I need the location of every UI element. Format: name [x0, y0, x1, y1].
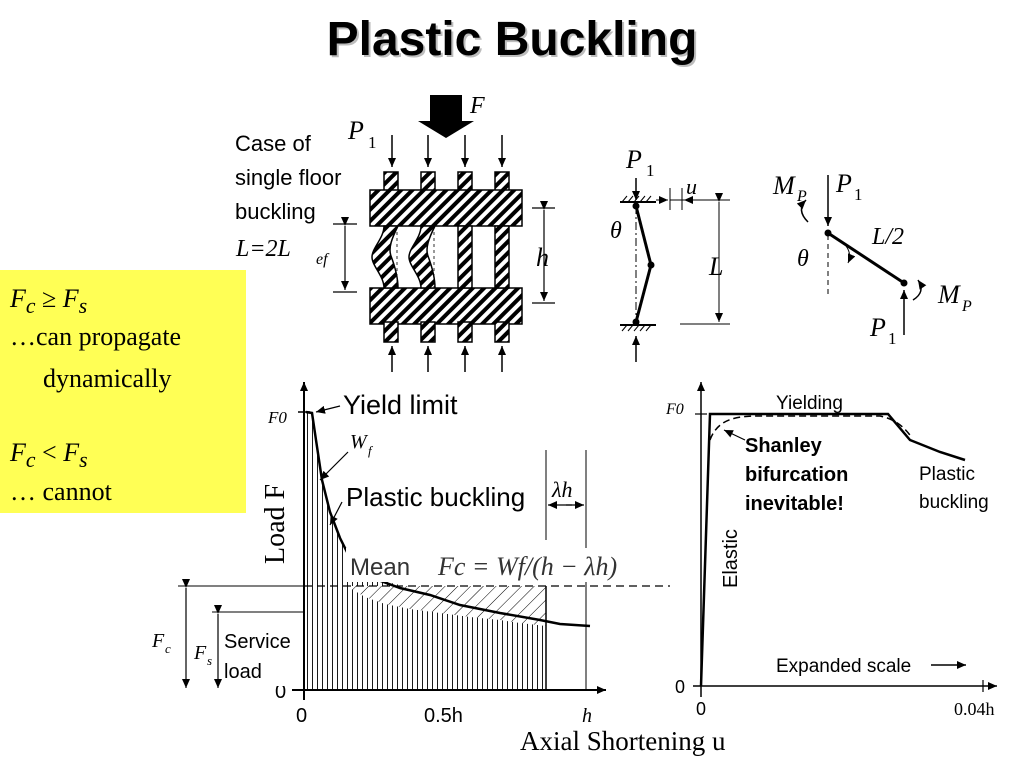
svg-text:inevitable!: inevitable!: [745, 493, 844, 515]
fs-label: F: [193, 642, 207, 664]
svg-text:1: 1: [854, 185, 863, 204]
x-tick-zero: 0: [296, 705, 307, 727]
cannot-text: … cannot: [10, 477, 112, 506]
column-floor-structure: [369, 171, 523, 343]
slide-title: Plastic Buckling: [326, 13, 698, 66]
svg-text:P: P: [961, 298, 972, 315]
plastic-buckling-label: Plastic buckling: [346, 482, 525, 512]
floor-buckling-diagram: F P 1: [235, 93, 555, 372]
svg-text:ef: ef: [316, 251, 330, 268]
force-label: F: [469, 93, 485, 119]
p1-label-column: P: [625, 145, 642, 174]
bottom-load-arrows: [388, 346, 506, 372]
x-tick-h: h: [582, 705, 592, 727]
y-axis-label: Load F: [260, 484, 291, 564]
mp-label-bottom: M: [937, 280, 961, 309]
p1-label-bar-top: P: [835, 169, 852, 198]
svg-text:buckling: buckling: [235, 199, 316, 224]
mp-label-top: M: [772, 171, 796, 200]
svg-text:Case of: Case of: [235, 131, 312, 156]
top-load-arrows: [388, 135, 506, 167]
mean-word: Mean: [350, 554, 410, 581]
p1-label-bar-bottom: P: [869, 313, 886, 342]
svg-text:1: 1: [646, 161, 655, 180]
pinned-column-diagram: P 1 θ: [610, 145, 730, 362]
shanley-plastic-buckling-label: Plastic: [919, 464, 975, 485]
h-label: h: [536, 243, 549, 272]
svg-text:buckling: buckling: [919, 492, 989, 513]
y-tick-zero: 0: [275, 681, 286, 703]
force-arrow-icon: [418, 95, 474, 138]
service-load-label: Service: [224, 631, 291, 653]
x-tick-half-h: 0.5h: [424, 705, 463, 727]
condition-fc-ge-fs: Fc ≥ Fs: [10, 284, 88, 319]
svg-text:P: P: [796, 188, 807, 205]
elastic-label: Elastic: [720, 529, 742, 588]
svg-text:s: s: [207, 653, 212, 668]
p1-label-top: P: [347, 116, 364, 145]
svg-text:bifurcation: bifurcation: [745, 464, 848, 486]
load-shortening-chart: λh F0 0 0 0.5h h Load F Axial Shortening…: [151, 382, 726, 756]
length-label: L=2L: [235, 236, 291, 262]
yielding-label: Yielding: [776, 393, 843, 414]
svg-text:1: 1: [368, 133, 377, 152]
moment-arrow-top-icon: [796, 199, 809, 223]
svg-text:single floor: single floor: [235, 165, 341, 190]
shanley-solid-curve: [699, 412, 966, 687]
wf-label: W: [350, 431, 369, 453]
shanley-dashed-curve: [709, 415, 913, 441]
bar-moment-diagram: M P P 1 θ L/2 M P P 1: [772, 169, 972, 348]
shanley-bifurcation-label: Shanley: [745, 435, 823, 457]
can-propagate-text: …can propagate: [10, 322, 182, 351]
dynamically-text: dynamically: [43, 364, 172, 393]
mean-area-diagonal-hatch: [347, 586, 546, 626]
lambda-h-label: λh: [551, 477, 573, 502]
svg-text:1: 1: [888, 329, 897, 348]
shanley-x-tick-zero: 0: [696, 699, 706, 719]
yield-limit-label: Yield limit: [343, 390, 458, 420]
fc-label: F: [151, 630, 165, 652]
y-tick-f0: F0: [267, 408, 287, 427]
u-label: u: [686, 174, 697, 199]
h-dimension: [532, 201, 555, 304]
mean-formula: Fc = Wf/(h − λh): [437, 552, 617, 581]
lef-dimension: [333, 217, 357, 293]
L-label: L: [708, 252, 723, 281]
shanley-x-tick-004h: 0.04h: [954, 699, 995, 719]
condition-note-box: Fc ≥ Fs …can propagate dynamically Fc < …: [0, 270, 246, 513]
svg-text:c: c: [165, 641, 171, 656]
shanley-y-tick-zero: 0: [675, 677, 685, 697]
x-axis-label: Axial Shortening u: [520, 726, 726, 756]
condition-fc-lt-fs: Fc < Fs: [10, 438, 88, 473]
theta-label-bar: θ: [797, 246, 809, 272]
work-area-vertical-hatch: [304, 586, 546, 690]
svg-text:load: load: [224, 661, 262, 683]
single-floor-caption: Case of single floor buckling: [235, 131, 341, 224]
moment-arrow-bottom-icon: [912, 279, 927, 301]
half-length-label: L/2: [871, 224, 904, 250]
shanley-chart: F0 0 0 0.04h Yielding Shanley bifurcatio…: [665, 382, 997, 719]
svg-text:f: f: [368, 443, 374, 458]
theta-label-column: θ: [610, 218, 622, 244]
expanded-scale-label: Expanded scale: [776, 656, 911, 677]
yield-area-vertical-hatch: [304, 412, 400, 586]
shanley-y-tick-f0: F0: [665, 401, 684, 418]
